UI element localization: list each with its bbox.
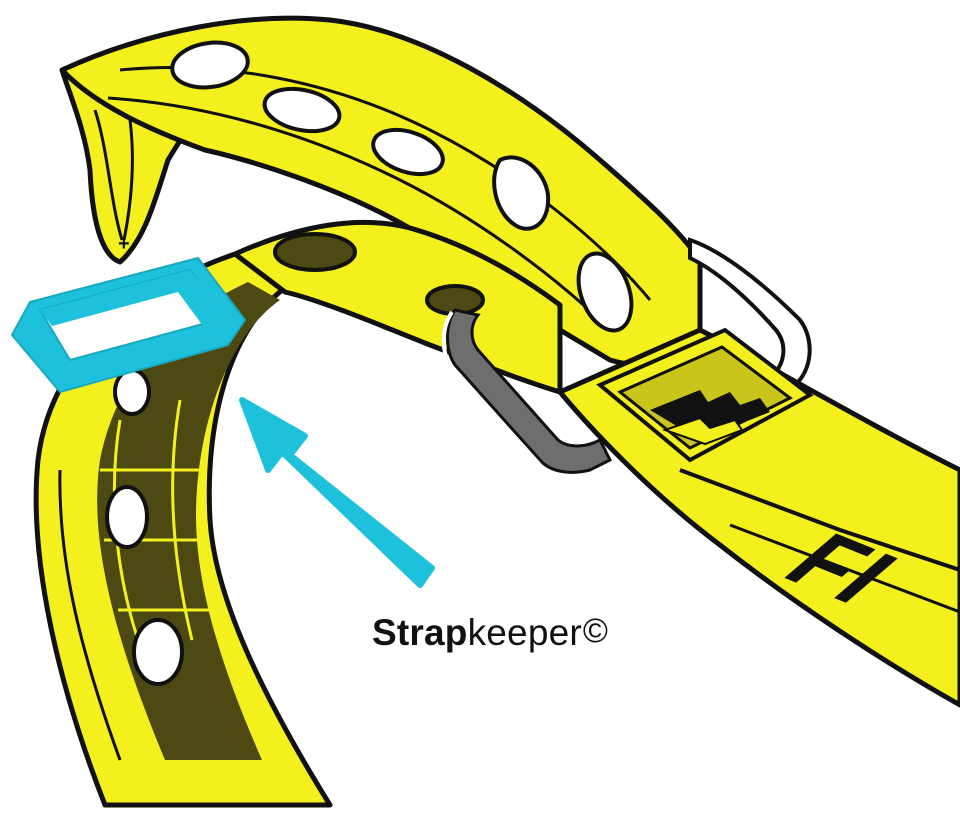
strap-upper-band: + — [59, 15, 703, 368]
pointer-arrow — [239, 397, 435, 588]
svg-text:+: + — [118, 233, 130, 255]
strap-right-band — [557, 327, 960, 708]
strapkeeper-caption: Strapkeeper© — [372, 612, 608, 654]
strapkeeper-band — [11, 257, 246, 393]
copyright-symbol: © — [582, 612, 609, 650]
caption-bold: Strap — [372, 612, 468, 653]
buckle-frame — [441, 237, 812, 474]
strap-lower-loop — [33, 251, 333, 808]
caption-regular: keeper — [467, 612, 582, 653]
